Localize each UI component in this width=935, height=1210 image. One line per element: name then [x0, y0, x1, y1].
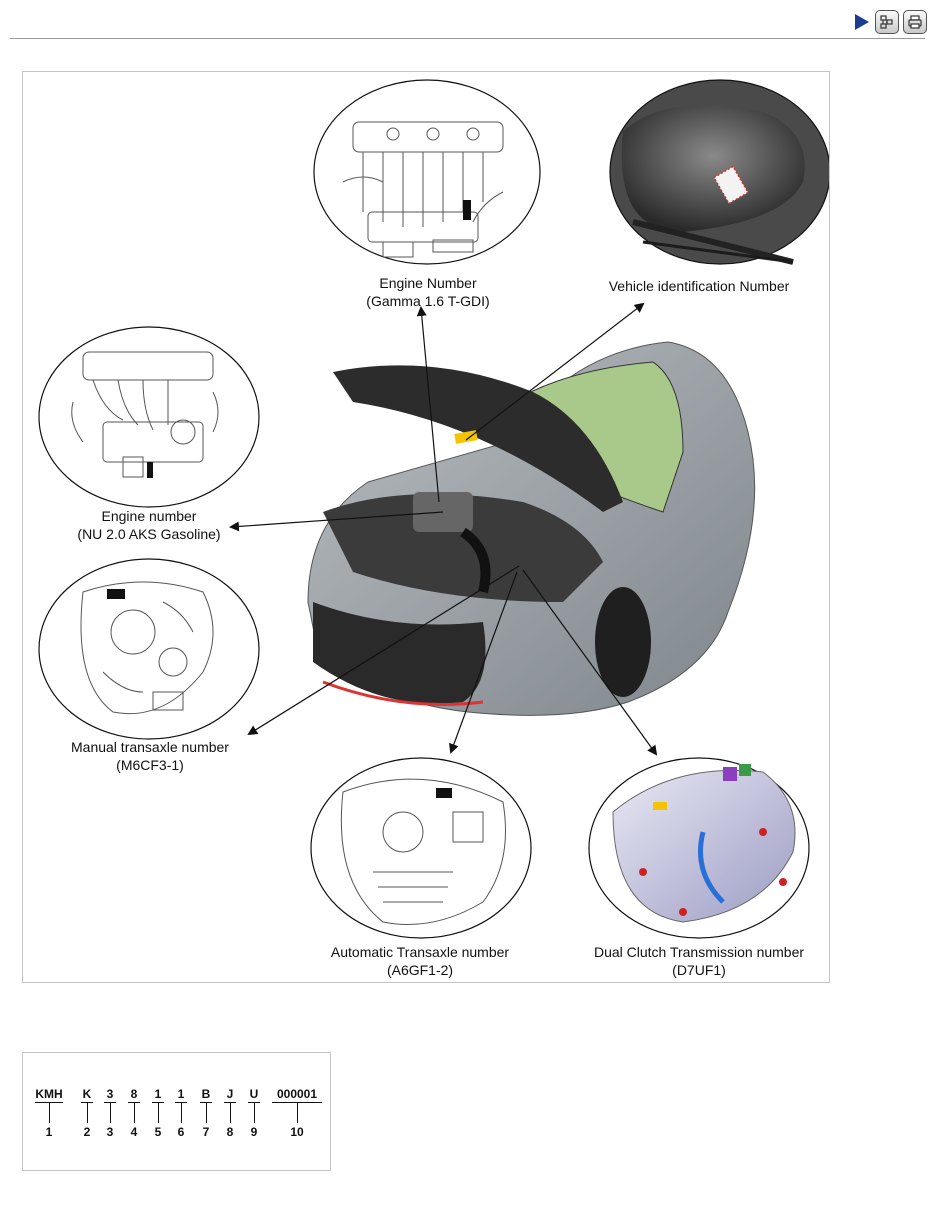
callout-arrows	[229, 302, 658, 756]
vin-char-10: 000001	[276, 1087, 318, 1101]
vin-index-8: 8	[226, 1125, 234, 1139]
vin-tick-7	[206, 1103, 207, 1123]
engine-gamma-diagram	[313, 79, 541, 265]
figure-illustration	[38, 79, 829, 939]
header-divider	[10, 38, 925, 39]
vin-underline-5	[152, 1102, 164, 1103]
vin-underline-9	[248, 1102, 260, 1103]
vin-index-7: 7	[202, 1125, 210, 1139]
vin-index-6: 6	[177, 1125, 185, 1139]
vin-breakdown: KMH K 3 8 1 1 B J U 000001 1 2 3 4 5 6 7…	[22, 1052, 331, 1171]
vin-tick-8	[230, 1103, 231, 1123]
vin-char-9: U	[249, 1087, 259, 1101]
vin-char-5: 1	[154, 1087, 162, 1101]
vin-index-5: 5	[154, 1125, 162, 1139]
vin-underline-6	[175, 1102, 187, 1103]
vin-underline-8	[224, 1102, 236, 1103]
vin-underline-2	[81, 1102, 93, 1103]
engine-nu-label: Engine number(NU 2.0 AKS Gasoline)	[77, 508, 221, 542]
outline-button[interactable]	[875, 10, 899, 34]
vin-tick-9	[254, 1103, 255, 1123]
vin-underline-3	[104, 1102, 116, 1103]
vin-tick-6	[181, 1103, 182, 1123]
vin-char-8: J	[226, 1087, 234, 1101]
vin-tick-10	[297, 1103, 298, 1123]
vin-underline-7	[200, 1102, 212, 1103]
vin-char-4: 8	[130, 1087, 138, 1101]
vin-char-2: K	[82, 1087, 92, 1101]
vin-index-3: 3	[106, 1125, 114, 1139]
play-icon[interactable]	[855, 14, 869, 30]
vin-tick-3	[110, 1103, 111, 1123]
car-illustration	[307, 341, 756, 716]
vin-tick-4	[134, 1103, 135, 1123]
vin-char-6: 1	[177, 1087, 185, 1101]
print-button[interactable]	[903, 10, 927, 34]
automatic-transaxle-label: Automatic Transaxle number(A6GF1-2)	[330, 944, 510, 978]
vin-underline-4	[128, 1102, 140, 1103]
manual-transaxle-diagram	[38, 558, 260, 740]
automatic-transaxle-diagram	[310, 757, 532, 939]
outline-icon	[880, 15, 893, 29]
vin-underline-10	[272, 1102, 322, 1103]
vin-underline-1	[35, 1102, 63, 1103]
vin-char-3: 3	[106, 1087, 114, 1101]
vin-char-7: B	[201, 1087, 211, 1101]
vin-tick-2	[87, 1103, 88, 1123]
toolbar	[855, 10, 927, 34]
vin-index-9: 9	[250, 1125, 258, 1139]
dct-label: Dual Clutch Transmission number(D7UF1)	[593, 944, 805, 978]
vin-index-1: 1	[45, 1125, 53, 1139]
vin-tick-5	[158, 1103, 159, 1123]
vin-char-1: KMH	[35, 1087, 63, 1101]
engine-gamma-label: Engine Number(Gamma 1.6 T-GDI)	[366, 275, 490, 309]
engine-nu-diagram	[38, 326, 260, 508]
vin-index-10: 10	[290, 1125, 304, 1139]
id-location-figure: Engine Number(Gamma 1.6 T-GDI) Vehicle i…	[22, 71, 830, 983]
vin-index-2: 2	[83, 1125, 91, 1139]
manual-transaxle-label: Manual transaxle number(M6CF3-1)	[71, 739, 229, 773]
vin-label: Vehicle identification Number	[608, 278, 790, 294]
print-icon	[908, 15, 922, 29]
vin-tick-1	[49, 1103, 50, 1123]
vin-location-photo	[609, 79, 829, 265]
vin-index-4: 4	[130, 1125, 138, 1139]
dct-diagram	[588, 757, 810, 939]
